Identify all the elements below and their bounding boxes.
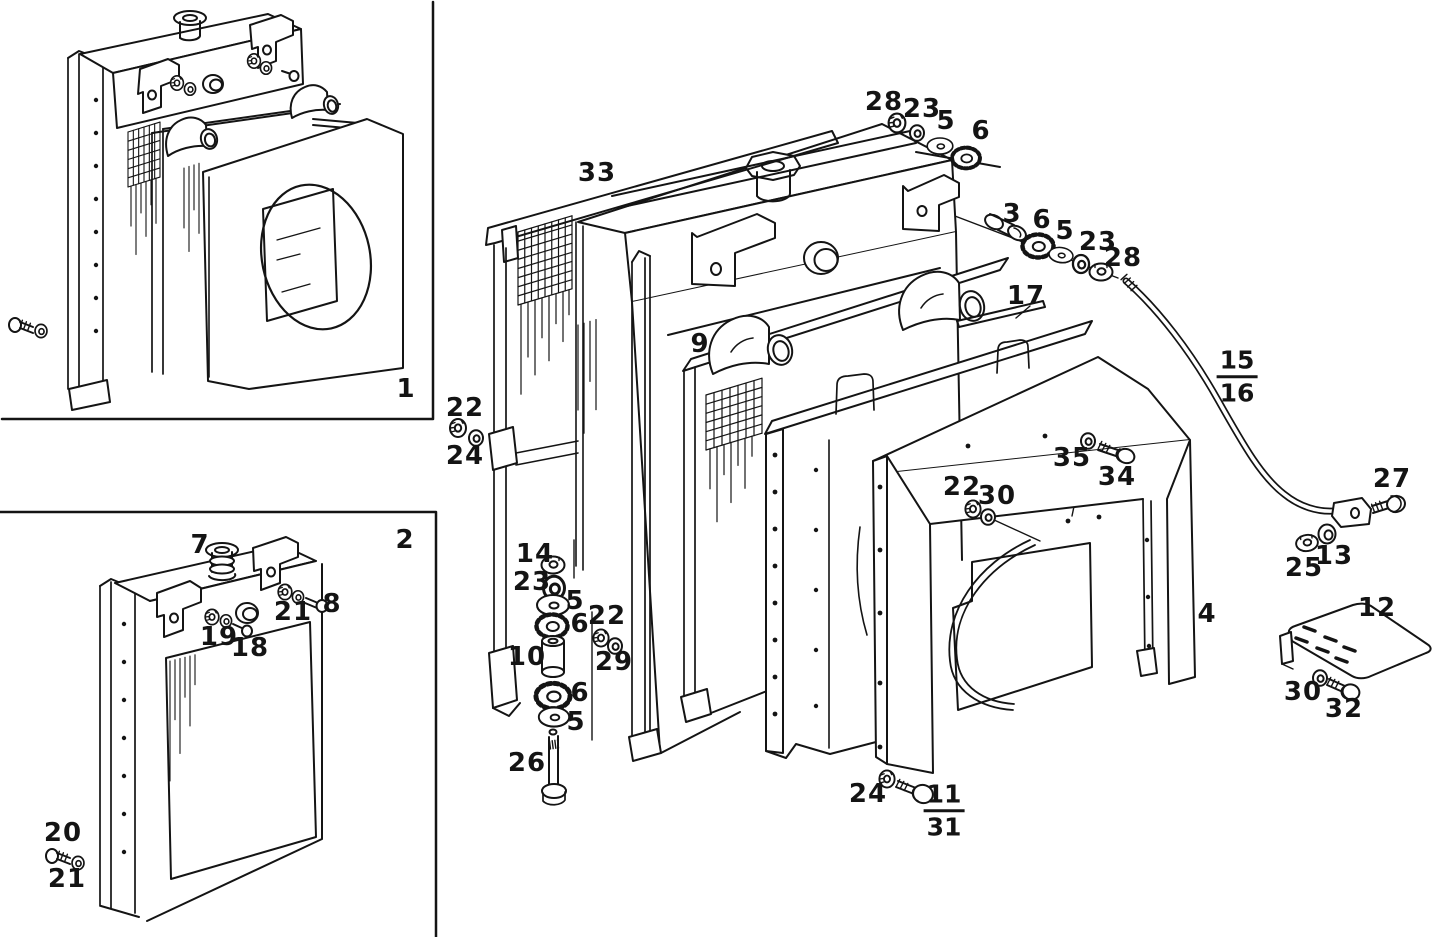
radiator-core-mesh — [517, 215, 597, 434]
bolt-27 — [1371, 494, 1406, 514]
bolt-32 — [1326, 678, 1361, 701]
sleeve-3 — [984, 213, 1027, 242]
bolt-26 — [541, 728, 567, 806]
hardware — [449, 112, 1432, 806]
inset-1-mesh — [127, 121, 200, 256]
washer-13 — [1317, 523, 1337, 545]
inset-panel-1 — [0, 0, 435, 421]
inset-2-mesh — [169, 654, 196, 782]
bolt-34 — [1097, 443, 1136, 465]
mounting-frame-33 — [485, 130, 1001, 717]
tie-rod-15-16 — [1122, 277, 1372, 528]
rivet-holes — [93, 97, 1152, 855]
fan-shroud-4 — [872, 356, 1196, 774]
bracket-12 — [1279, 602, 1432, 680]
spacer-10 — [541, 635, 565, 678]
core-9-mesh — [705, 377, 763, 523]
fan-frame-17 — [764, 300, 1093, 759]
radiator-core-9 — [680, 257, 1009, 723]
inset-panel-2 — [0, 510, 438, 937]
